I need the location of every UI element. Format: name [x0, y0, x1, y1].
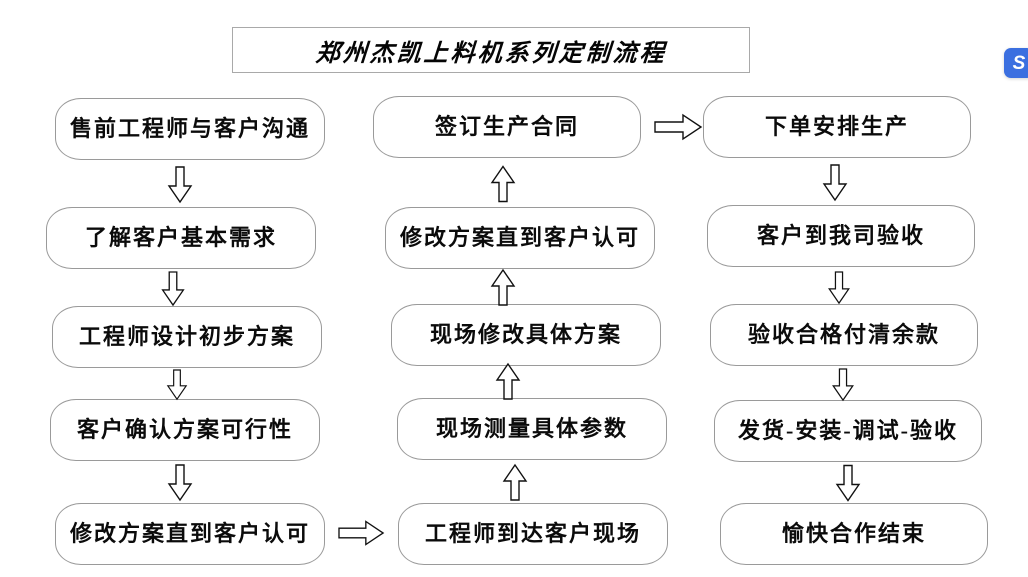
node-sales-engineer-communicate[interactable]: 售前工程师与客户沟通: [55, 98, 325, 160]
node-label: 售前工程师与客户沟通: [69, 116, 310, 141]
page-title: 郑州杰凯上料机系列定制流程: [314, 40, 668, 67]
arrow-up-icon: [490, 268, 516, 306]
node-engineer-preliminary-plan[interactable]: 工程师设计初步方案: [52, 306, 322, 368]
arrow-down-icon: [167, 463, 193, 503]
node-label: 发货-安装-调试-验收: [738, 418, 958, 443]
node-label: 修改方案直到客户认可: [69, 521, 310, 546]
node-label: 客户确认方案可行性: [76, 417, 293, 442]
node-sign-production-contract[interactable]: 签订生产合同: [373, 96, 641, 158]
node-customer-inspection-at-factory[interactable]: 客户到我司验收: [707, 205, 975, 267]
brand-badge-icon[interactable]: S: [1004, 48, 1028, 78]
node-revise-until-approved-col2[interactable]: 修改方案直到客户认可: [385, 207, 655, 269]
arrow-down-icon: [835, 464, 861, 503]
arrow-down-icon: [822, 163, 848, 203]
node-revise-until-approved-col1[interactable]: 修改方案直到客户认可: [55, 503, 325, 565]
arrow-right-icon: [338, 519, 385, 547]
node-label: 下单安排生产: [764, 114, 909, 139]
node-label: 工程师设计初步方案: [78, 324, 295, 349]
node-engineer-arrives-onsite[interactable]: 工程师到达客户现场: [398, 503, 668, 565]
arrow-up-icon: [490, 163, 516, 206]
arrow-up-icon: [502, 463, 528, 503]
node-customer-confirm-feasibility[interactable]: 客户确认方案可行性: [50, 399, 320, 461]
node-onsite-measure-params[interactable]: 现场测量具体参数: [397, 398, 667, 460]
arrow-down-icon: [160, 271, 186, 307]
node-ship-install-debug-accept[interactable]: 发货-安装-调试-验收: [714, 400, 982, 462]
node-pay-balance-after-acceptance[interactable]: 验收合格付清余款: [710, 304, 978, 366]
node-understand-basic-needs[interactable]: 了解客户基本需求: [46, 207, 316, 269]
arrow-down-icon: [164, 369, 190, 401]
node-label: 现场测量具体参数: [435, 416, 628, 441]
arrow-down-icon: [830, 368, 856, 402]
node-label: 工程师到达客户现场: [424, 521, 641, 546]
node-onsite-revise-plan[interactable]: 现场修改具体方案: [391, 304, 661, 366]
node-label: 愉快合作结束: [781, 521, 926, 546]
node-happy-cooperation-end[interactable]: 愉快合作结束: [720, 503, 988, 565]
node-label: 现场修改具体方案: [429, 322, 622, 347]
arrow-down-icon: [167, 166, 193, 204]
arrow-down-icon: [826, 271, 852, 305]
node-place-order-arrange-production[interactable]: 下单安排生产: [703, 96, 971, 158]
node-label: 了解客户基本需求: [84, 225, 277, 250]
arrow-up-icon: [495, 362, 521, 400]
node-label: 客户到我司验收: [756, 223, 925, 248]
arrow-right-icon: [654, 113, 703, 141]
node-label: 验收合格付清余款: [747, 322, 940, 347]
node-label: 修改方案直到客户认可: [399, 225, 640, 250]
brand-badge-glyph: S: [1012, 52, 1026, 74]
chart-title-box: 郑州杰凯上料机系列定制流程: [232, 27, 750, 73]
node-label: 签订生产合同: [434, 114, 579, 139]
